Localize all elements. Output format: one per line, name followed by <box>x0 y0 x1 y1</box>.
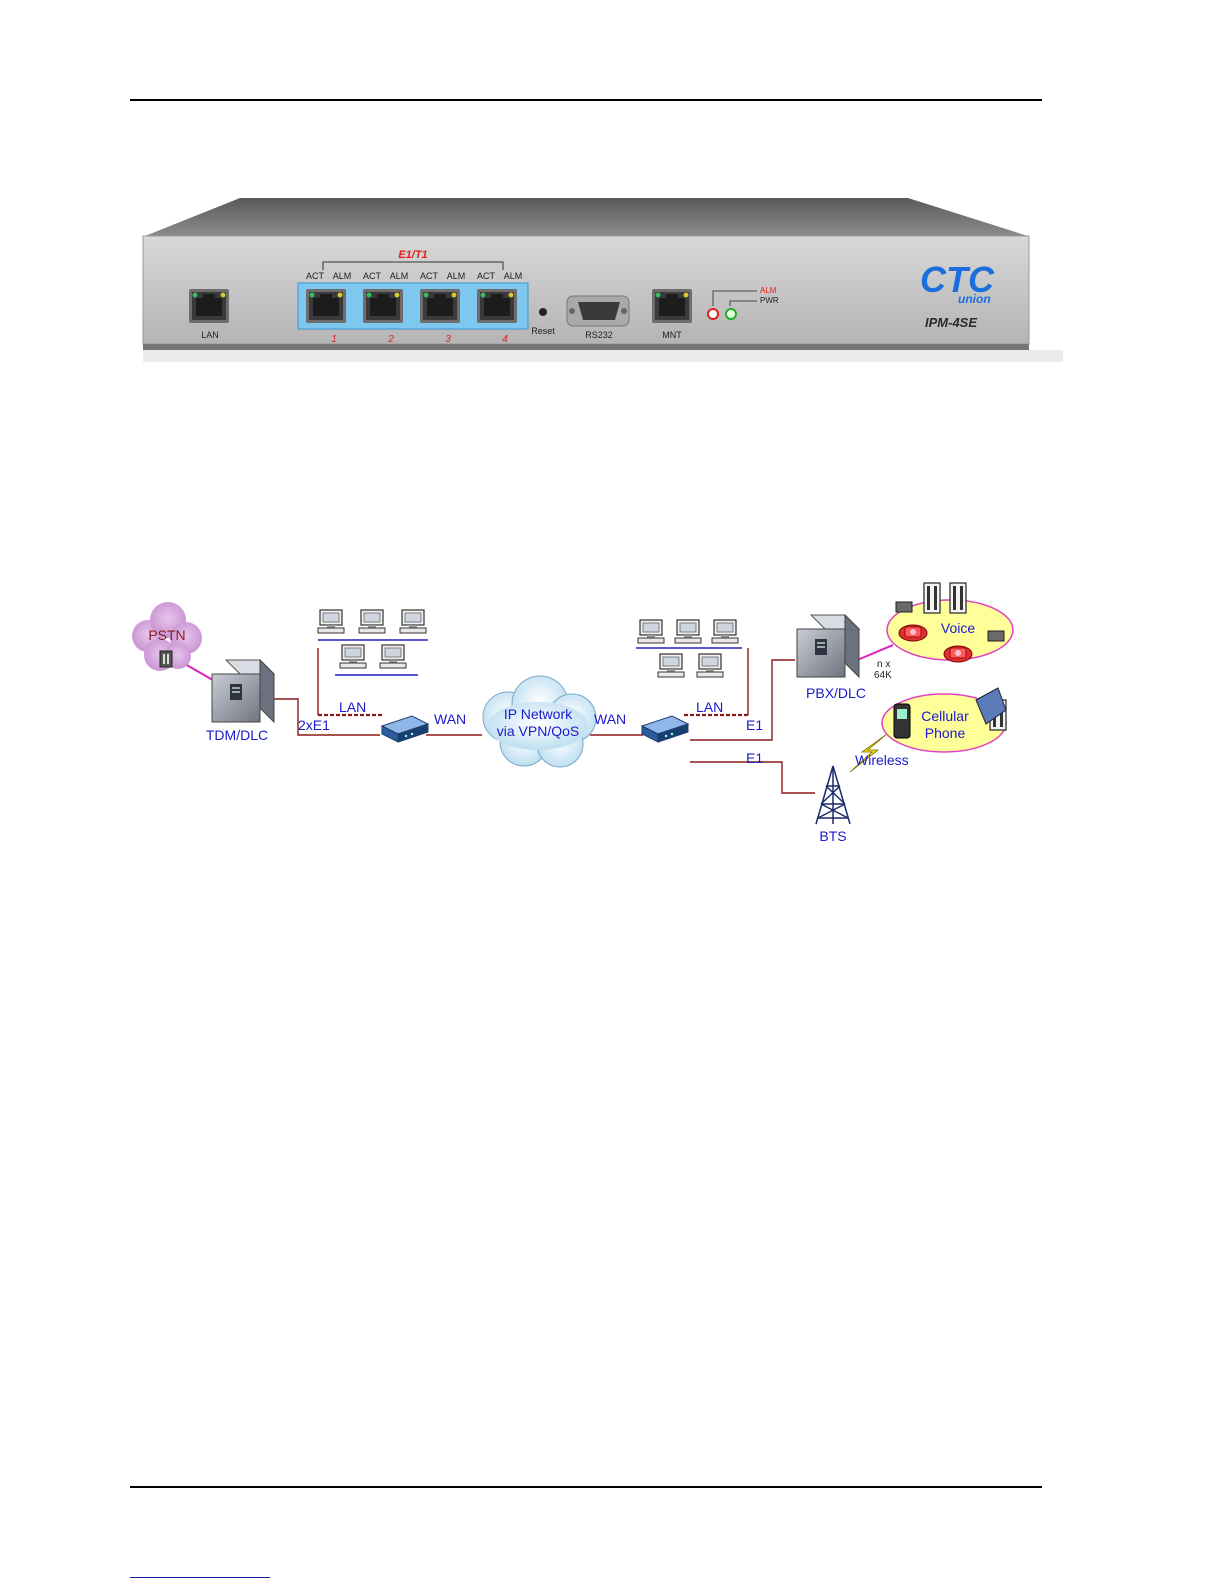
pwr-led-label: PWR <box>760 296 779 305</box>
right-wan-label: WAN <box>594 711 626 727</box>
voice-label: Voice <box>941 620 975 636</box>
port-number-label: 4 <box>502 334 508 345</box>
wireless-label: Wireless <box>855 752 909 768</box>
right-lan-computers <box>636 620 742 677</box>
bts-tower-icon <box>816 766 850 824</box>
footer-link-underline <box>130 1577 270 1578</box>
tdm-dlc-label: TDM/DLC <box>206 727 268 743</box>
cellular-label-line2: Phone <box>925 725 966 741</box>
mnt-label: MNT <box>662 330 682 340</box>
tdm-dlc-server-icon <box>212 660 274 722</box>
alm-led-label: ALM <box>760 286 777 295</box>
nx64k-label-line2: 64K <box>874 670 892 681</box>
right-gateway-icon <box>642 716 688 742</box>
e1-bottom-label: E1 <box>746 750 763 766</box>
pbx-dlc-server-icon <box>797 615 859 677</box>
left-gateway-icon <box>382 716 428 742</box>
nx64k-label-line1: n x <box>877 659 890 670</box>
alm-led <box>708 309 718 319</box>
mnt-port <box>652 289 692 323</box>
port-led-label: ACT <box>420 271 439 281</box>
right-lan-label: LAN <box>696 699 723 715</box>
port-led-label: ACT <box>477 271 496 281</box>
port-led-label: ALM <box>390 271 409 281</box>
port-led-label: ALM <box>447 271 466 281</box>
left-lan-computers <box>318 610 428 675</box>
pbx-dlc-label: PBX/DLC <box>806 685 866 701</box>
port-led-label: ALM <box>333 271 352 281</box>
left-lan-label: LAN <box>339 699 366 715</box>
e1t1-port-3 <box>420 289 460 323</box>
cloud-label-line2: via VPN/QoS <box>497 723 579 739</box>
model-name: IPM-4SE <box>925 315 977 330</box>
e1t1-group-label: E1/T1 <box>398 249 427 261</box>
e1t1-port-2 <box>363 289 403 323</box>
rs232-label: RS232 <box>585 330 613 340</box>
port-number-label: 3 <box>445 334 451 345</box>
port-number-label: 2 <box>387 334 394 345</box>
port-led-label: ACT <box>306 271 325 281</box>
pwr-led <box>726 309 736 319</box>
footer-rule <box>130 1486 1042 1488</box>
reset-button <box>539 308 547 316</box>
pstn-label: PSTN <box>148 627 185 643</box>
bts-label: BTS <box>819 828 846 844</box>
reset-label: Reset <box>531 326 555 336</box>
port-led-label: ALM <box>504 271 523 281</box>
rs232-port <box>567 296 629 326</box>
e1t1-port-4 <box>477 289 517 323</box>
cloud-label-line1: IP Network <box>504 706 573 722</box>
left-wan-label: WAN <box>434 711 466 727</box>
cellular-label-line1: Cellular <box>921 708 969 724</box>
port-number-label: 1 <box>331 334 337 345</box>
e1-top-label: E1 <box>746 717 763 733</box>
brand-logo-union: union <box>958 292 991 306</box>
lan-port-label: LAN <box>201 330 219 340</box>
port-led-label: ACT <box>363 271 382 281</box>
e1t1-port-1 <box>306 289 346 323</box>
two-e1-label: 2xE1 <box>298 717 330 733</box>
lan-port <box>189 289 229 323</box>
network-diagram: PSTN TDM/DLC 2xE1 LAN WAN IP Network <box>132 583 1013 844</box>
